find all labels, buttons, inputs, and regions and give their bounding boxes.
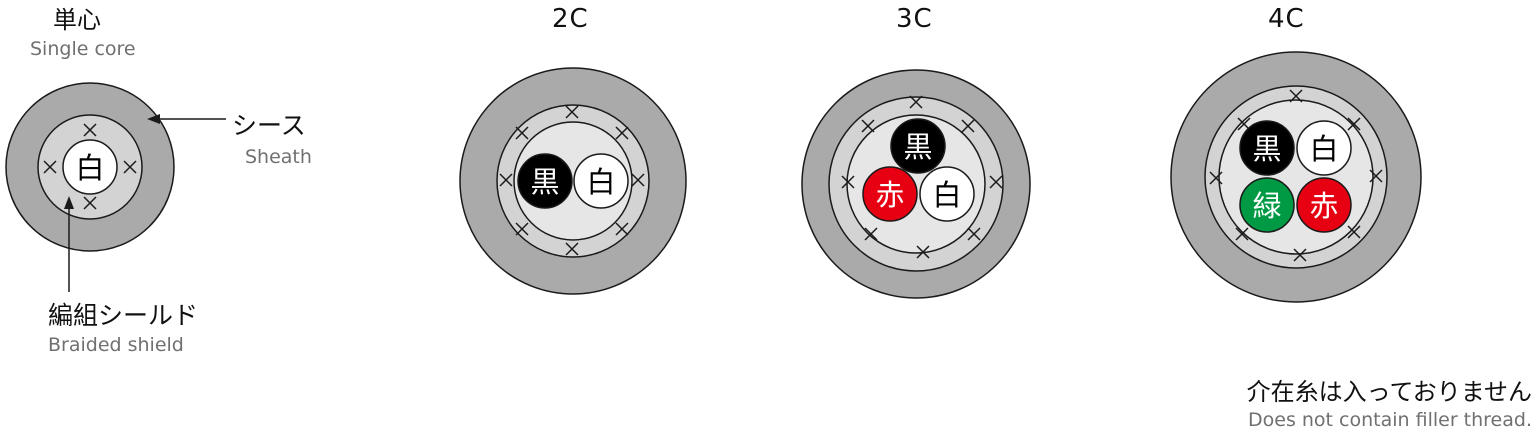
shield-arrowhead xyxy=(64,196,74,209)
single-core xyxy=(62,139,118,195)
cable-title-4c: 4C xyxy=(1268,4,1305,34)
3c-core-black-label: 黒 xyxy=(903,130,932,164)
single-core-label: 白 xyxy=(75,151,104,185)
2c-shield-crosses xyxy=(499,105,645,256)
3c-core-red xyxy=(862,166,918,222)
cable-title-3c: 3C xyxy=(896,4,933,34)
cable-title-2c: 2C xyxy=(552,4,589,34)
4c-core-white xyxy=(1296,120,1352,176)
4c-core-red xyxy=(1296,177,1352,233)
4c-core-green xyxy=(1239,177,1295,233)
4c-core-white-label: 白 xyxy=(1309,132,1338,166)
shield-label-jp: 編組シールド xyxy=(48,301,199,330)
2c-core-white-label: 白 xyxy=(586,165,615,199)
sheath-arrowhead xyxy=(147,114,160,124)
single-core-title-en: Single core xyxy=(30,38,136,60)
2c-core-black-label: 黒 xyxy=(530,165,559,199)
4c-core-black-label: 黒 xyxy=(1252,132,1281,166)
2c-core-black xyxy=(517,153,573,209)
sheath-label-en: Sheath xyxy=(245,146,312,168)
sheath-label-jp: シース xyxy=(232,111,306,140)
single-core-title-jp: 単心 xyxy=(53,6,101,34)
note-jp: 介在糸は入っておりません xyxy=(1246,378,1532,406)
2c-shield-inner xyxy=(513,121,633,241)
3c-core-red-label: 赤 xyxy=(875,178,904,212)
4c-core-red-label: 赤 xyxy=(1309,189,1338,223)
3c-core-white xyxy=(919,166,975,222)
2c-core-white xyxy=(573,153,629,209)
3c-core-black xyxy=(890,118,946,174)
3c-shield-crosses xyxy=(841,95,1003,259)
4c-core-black xyxy=(1239,120,1295,176)
note-en: Does not contain filler thread. xyxy=(1248,409,1532,431)
3c-core-white-label: 白 xyxy=(932,178,961,212)
shield-label-en: Braided shield xyxy=(48,334,184,356)
single-shield-crosses xyxy=(43,123,137,210)
4c-core-green-label: 緑 xyxy=(1252,189,1281,223)
4c-shield-crosses xyxy=(1209,89,1383,262)
